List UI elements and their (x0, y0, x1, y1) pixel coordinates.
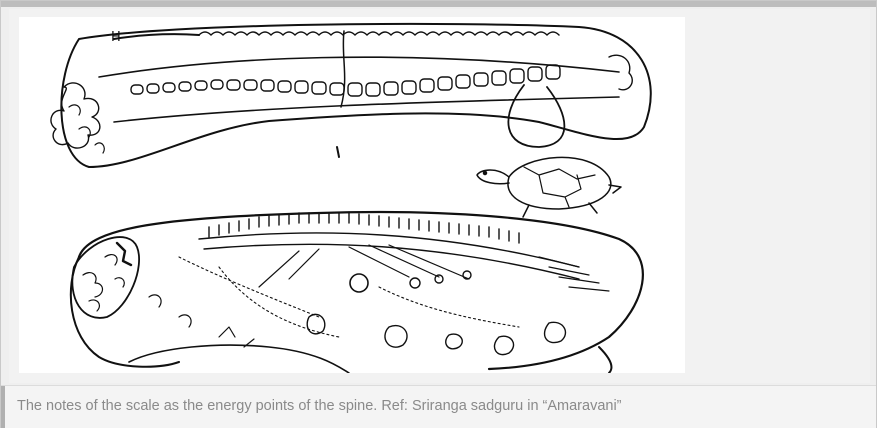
caption-area: The notes of the scale as the energy poi… (1, 385, 876, 428)
top-border-strip (1, 1, 876, 7)
image-frame: H– (9, 9, 870, 383)
turtle-sketch (477, 157, 621, 217)
figure-caption: The notes of the scale as the energy poi… (17, 398, 622, 414)
caption-accent-bar (1, 386, 5, 428)
lower-embryo-sketch (71, 212, 643, 373)
embryo-spine-drawing: H– (19, 17, 685, 373)
svg-text:H–: H– (111, 30, 127, 45)
upper-embryo-sketch: H– (51, 24, 651, 167)
